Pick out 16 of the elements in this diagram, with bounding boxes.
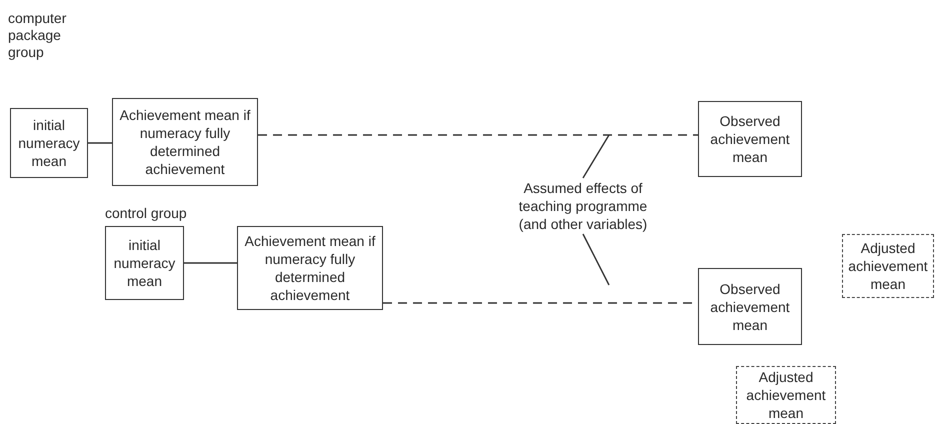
dashed-box: Adjusted achievement mean	[736, 366, 836, 424]
group-label: control group	[105, 205, 188, 222]
process-box: Observed achievement mean	[698, 268, 802, 345]
dashed-box: Adjusted achievement mean	[842, 234, 934, 298]
process-box: initial numeracy mean	[10, 108, 88, 178]
process-box: Achievement mean if numeracy fully determined achievement	[112, 98, 258, 186]
group-label: computer package group	[8, 10, 68, 61]
annotation-text: Assumed effects of teaching programme (and other variables)	[506, 178, 660, 234]
process-box: initial numeracy mean	[105, 226, 184, 300]
process-box: Observed achievement mean	[698, 101, 802, 177]
process-box: Achievement mean if numeracy fully determined achievement	[237, 226, 383, 310]
connector-line	[184, 262, 237, 264]
connector-line	[88, 142, 112, 144]
connector-line	[258, 134, 698, 136]
leader-line	[582, 234, 610, 286]
leader-line	[582, 134, 610, 178]
